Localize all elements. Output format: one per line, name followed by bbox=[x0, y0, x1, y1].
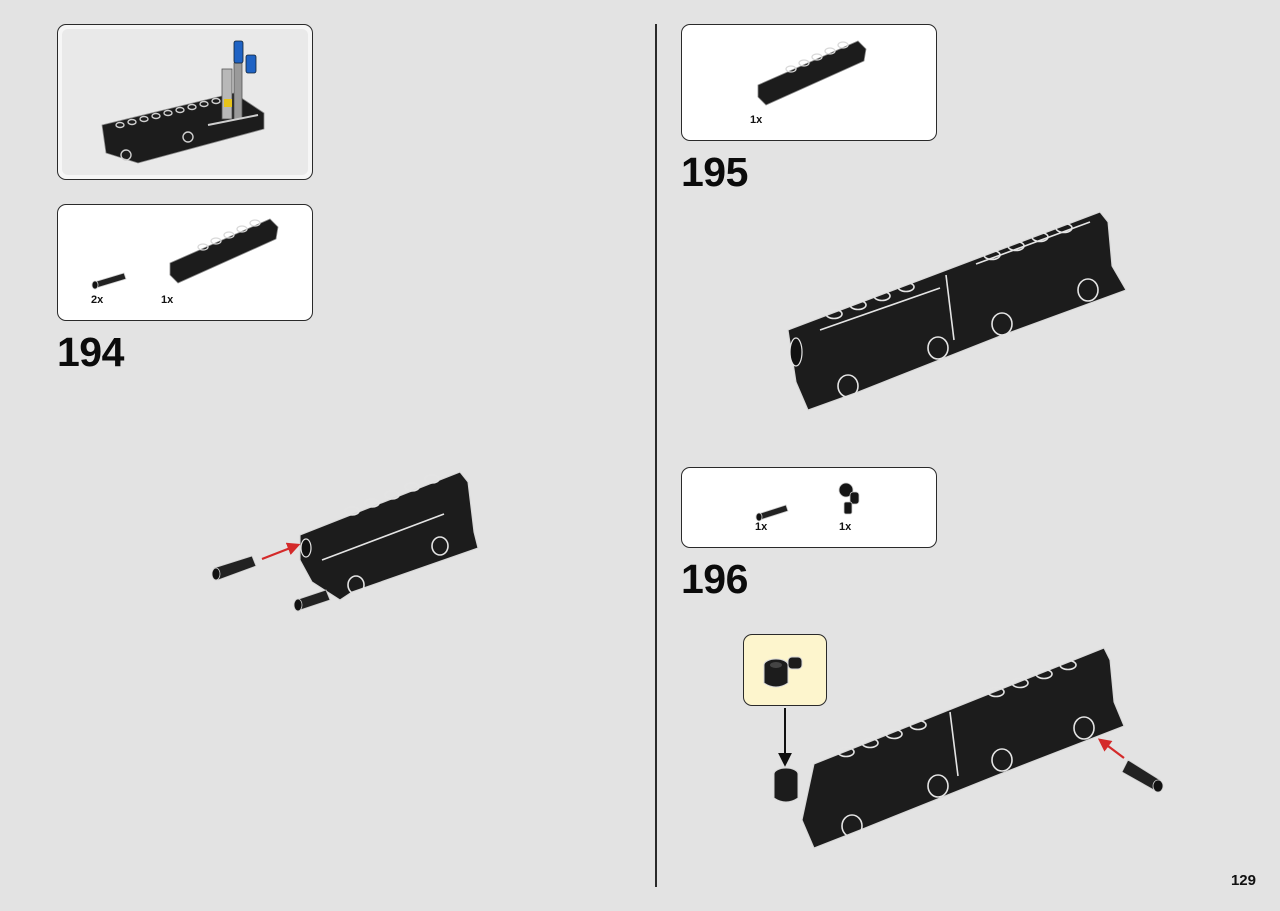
parts-list-195: 1x bbox=[681, 24, 937, 141]
part-quantity: 1x bbox=[750, 114, 763, 126]
parts-list-194: 2x 1x bbox=[57, 204, 313, 321]
bushing-connector-icon bbox=[763, 656, 803, 688]
panel-beam-icon bbox=[169, 218, 279, 284]
submodel-panel bbox=[57, 24, 313, 180]
technic-assembly-icon bbox=[101, 40, 265, 164]
part-quantity: 1x bbox=[755, 521, 768, 533]
part-quantity: 1x bbox=[161, 294, 174, 306]
step-number-196: 196 bbox=[681, 556, 748, 602]
step-number-194: 194 bbox=[57, 329, 124, 375]
sub-step-callout bbox=[743, 634, 827, 706]
page-divider bbox=[655, 24, 657, 887]
step-number-195: 195 bbox=[681, 149, 748, 195]
connector-pin-icon bbox=[755, 504, 789, 522]
panel-beam-icon bbox=[757, 40, 867, 106]
page-number: 129 bbox=[1230, 872, 1256, 889]
bushing-connector-icon bbox=[838, 482, 860, 515]
part-quantity: 1x bbox=[839, 521, 852, 533]
parts-list-196: 1x 1x bbox=[681, 467, 937, 548]
part-quantity: 2x bbox=[91, 294, 104, 306]
connector-pin-icon bbox=[91, 272, 127, 290]
